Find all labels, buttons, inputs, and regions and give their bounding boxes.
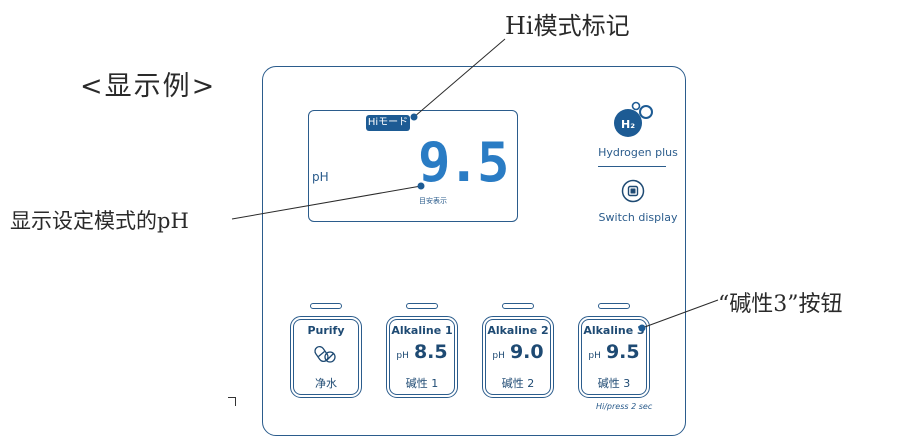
h2-icon-text: H₂ <box>621 118 635 131</box>
guide-text: 目安表示 <box>419 197 447 205</box>
button-frame <box>578 316 650 398</box>
ph-setting-callout: 显示设定模式的pH <box>10 209 189 233</box>
ph-prefix: pH <box>396 351 409 361</box>
lcd-display <box>308 110 518 222</box>
alkaline3-indicator-led <box>598 303 630 309</box>
example-title: <显示例> <box>80 71 217 102</box>
ph-readout: 9.5 <box>418 131 510 194</box>
hi-mark-callout: Hi模式标记 <box>505 12 630 40</box>
button-inner-frame <box>389 319 455 395</box>
mode-jp-label: 碱性 3 <box>597 377 631 390</box>
button-inner-frame <box>485 319 551 395</box>
button-frame <box>386 316 458 398</box>
mode-name: Alkaline 2 <box>487 324 549 337</box>
mode-name: Alkaline 1 <box>391 324 453 337</box>
button-frame <box>290 316 362 398</box>
ph-value: 9.0 <box>509 341 544 363</box>
pill-icon <box>314 345 336 363</box>
mode-jp-label: 碱性 1 <box>405 377 439 390</box>
ph-label: pH <box>312 170 329 184</box>
alkaline2-button[interactable]: Alkaline 2 pH 9.0 碱性 2 <box>482 303 554 398</box>
ph-value: 8.5 <box>413 341 448 363</box>
mode-ph: pH 9.5 <box>578 341 650 363</box>
purify-button[interactable]: Purify 净水 <box>290 303 362 398</box>
divider <box>598 166 666 167</box>
ph-value: 9.5 <box>605 341 640 363</box>
mode-ph: pH 8.5 <box>386 341 458 363</box>
hi-mode-badge: Hiモード <box>366 115 410 131</box>
alkaline2-indicator-led <box>502 303 534 309</box>
alkaline1-button[interactable]: Alkaline 1 pH 8.5 碱性 1 <box>386 303 458 398</box>
button-frame <box>482 316 554 398</box>
purify-indicator-led <box>310 303 342 309</box>
crop-mark <box>228 397 236 406</box>
mode-jp-label: 碱性 2 <box>501 377 535 390</box>
hydrogen-plus-icon[interactable]: H₂ <box>606 100 658 142</box>
alkaline3-button[interactable]: Alkaline 3 pH 9.5 碱性 3 <box>578 303 650 398</box>
mode-name: Purify <box>307 324 345 337</box>
mode-name: Alkaline 3 <box>583 324 645 337</box>
ph-prefix: pH <box>492 351 505 361</box>
switch-display-label: Switch display <box>598 211 678 224</box>
mode-ph: pH 9.0 <box>482 341 554 363</box>
switch-display-icon[interactable] <box>621 179 645 203</box>
hydrogen-plus-label: Hydrogen plus <box>598 146 678 159</box>
alkaline3-callout: “碱性3”按钮 <box>718 292 843 317</box>
mode-jp-label: 净水 <box>315 377 337 390</box>
hi-press-note: Hi/press 2 sec <box>596 402 653 411</box>
alkaline1-indicator-led <box>406 303 438 309</box>
ph-prefix: pH <box>588 351 601 361</box>
button-inner-frame <box>293 319 359 395</box>
button-inner-frame <box>581 319 647 395</box>
